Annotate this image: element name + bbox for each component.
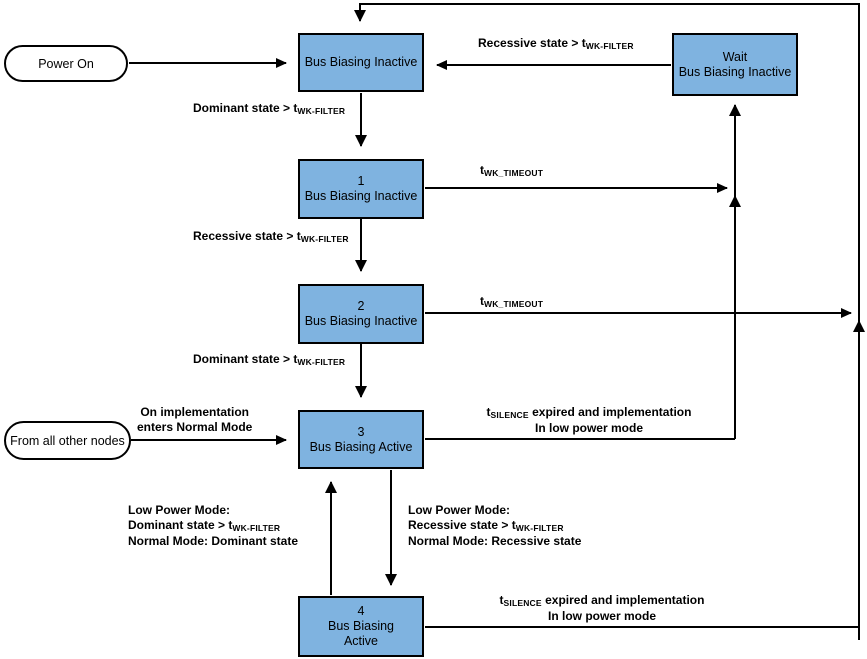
- label-on-implementation-line2: enters Normal Mode: [137, 420, 253, 434]
- label-recessive-1-sub: WK-FILTER: [300, 234, 349, 244]
- label-right-mode-line2: Recessive state > t: [408, 518, 516, 532]
- label-dominant-1-text: Dominant state > t: [193, 101, 298, 115]
- label-silence-state3-post: expired and implementation: [528, 405, 692, 419]
- state-1-label: Bus Biasing Inactive: [304, 189, 418, 203]
- label-right-mode-line2-sub: WK-FILTER: [515, 523, 564, 533]
- terminal-power-on-label: Power On: [38, 56, 94, 71]
- label-recessive-top-text: Recessive state > t: [478, 36, 586, 50]
- label-silence-state3-sub: SILENCE: [490, 410, 529, 420]
- label-recessive-1: Recessive state > tWK-FILTER: [193, 229, 349, 245]
- label-dominant-1: Dominant state > tWK-FILTER: [193, 101, 345, 117]
- label-wk-timeout-1-text: t: [480, 163, 484, 177]
- label-recessive-top-sub: WK-FILTER: [585, 41, 634, 51]
- label-recessive-1-text: Recessive state > t: [193, 229, 301, 243]
- state-wait-title: Wait: [722, 49, 748, 64]
- label-silence-state4-t: t: [499, 593, 504, 607]
- label-silence-state3-t: t: [486, 405, 491, 419]
- state-wait-label: Bus Biasing Inactive: [678, 64, 792, 79]
- label-on-implementation-line1: On implementation: [140, 405, 250, 419]
- label-wk-timeout-2: tWK_TIMEOUT: [480, 294, 543, 310]
- label-silence-state4: tSILENCE expired and implementation In l…: [462, 593, 742, 624]
- state-1-number: 1: [357, 174, 365, 188]
- state-1[interactable]: 1 Bus Biasing Inactive: [298, 159, 424, 219]
- label-silence-state4-line2: In low power mode: [547, 609, 656, 623]
- state-4-number: 4: [357, 604, 365, 618]
- label-wk-timeout-2-sub: WK_TIMEOUT: [484, 299, 544, 309]
- label-left-mode-block: Low Power Mode: Dominant state > tWK-FIL…: [128, 503, 298, 549]
- label-silence-state4-sub: SILENCE: [503, 598, 542, 608]
- state-3-label: Bus Biasing Active: [309, 439, 413, 454]
- label-left-mode-line2-sub: WK-FILTER: [232, 523, 281, 533]
- state-bus-biasing-inactive[interactable]: Bus Biasing Inactive: [298, 33, 424, 92]
- label-silence-state3-line2: In low power mode: [534, 421, 643, 435]
- label-wk-timeout-1-sub: WK_TIMEOUT: [484, 168, 544, 178]
- label-right-mode-block: Low Power Mode: Recessive state > tWK-FI…: [408, 503, 581, 549]
- label-left-mode-line1: Low Power Mode:: [128, 503, 230, 517]
- state-wait-bus-biasing-inactive[interactable]: Wait Bus Biasing Inactive: [672, 33, 798, 96]
- state-3-number: 3: [357, 424, 365, 439]
- state-2[interactable]: 2 Bus Biasing Inactive: [298, 284, 424, 344]
- label-recessive-top: Recessive state > tWK-FILTER: [478, 36, 634, 52]
- label-left-mode-line3: Normal Mode: Dominant state: [128, 534, 299, 548]
- terminal-from-all-other-nodes[interactable]: From all other nodes: [4, 421, 131, 460]
- label-on-implementation: On implementation enters Normal Mode: [137, 405, 252, 435]
- state-2-label: Bus Biasing Inactive: [304, 314, 418, 328]
- state-bus-biasing-inactive-label: Bus Biasing Inactive: [304, 55, 418, 69]
- label-silence-state3: tSILENCE expired and implementation In l…: [449, 405, 729, 436]
- label-dominant-2-sub: WK-FILTER: [297, 357, 346, 367]
- state-4[interactable]: 4 Bus Biasing Active: [298, 596, 424, 657]
- label-right-mode-line1: Low Power Mode:: [408, 503, 510, 517]
- terminal-power-on[interactable]: Power On: [4, 45, 128, 82]
- label-dominant-2-text: Dominant state > t: [193, 352, 298, 366]
- state-2-number: 2: [357, 299, 365, 313]
- label-wk-timeout-2-text: t: [480, 294, 484, 308]
- label-silence-state4-post: expired and implementation: [541, 593, 705, 607]
- label-right-mode-line3: Normal Mode: Recessive state: [408, 534, 582, 548]
- label-left-mode-line2: Dominant state > t: [128, 518, 233, 532]
- label-dominant-2: Dominant state > tWK-FILTER: [193, 352, 345, 368]
- state-3[interactable]: 3 Bus Biasing Active: [298, 410, 424, 469]
- label-wk-timeout-1: tWK_TIMEOUT: [480, 163, 543, 179]
- state-4-label-line2: Active: [343, 634, 379, 648]
- terminal-from-all-other-nodes-label: From all other nodes: [10, 433, 125, 448]
- label-dominant-1-sub: WK-FILTER: [297, 106, 346, 116]
- state-4-label-line1: Bus Biasing: [327, 619, 394, 633]
